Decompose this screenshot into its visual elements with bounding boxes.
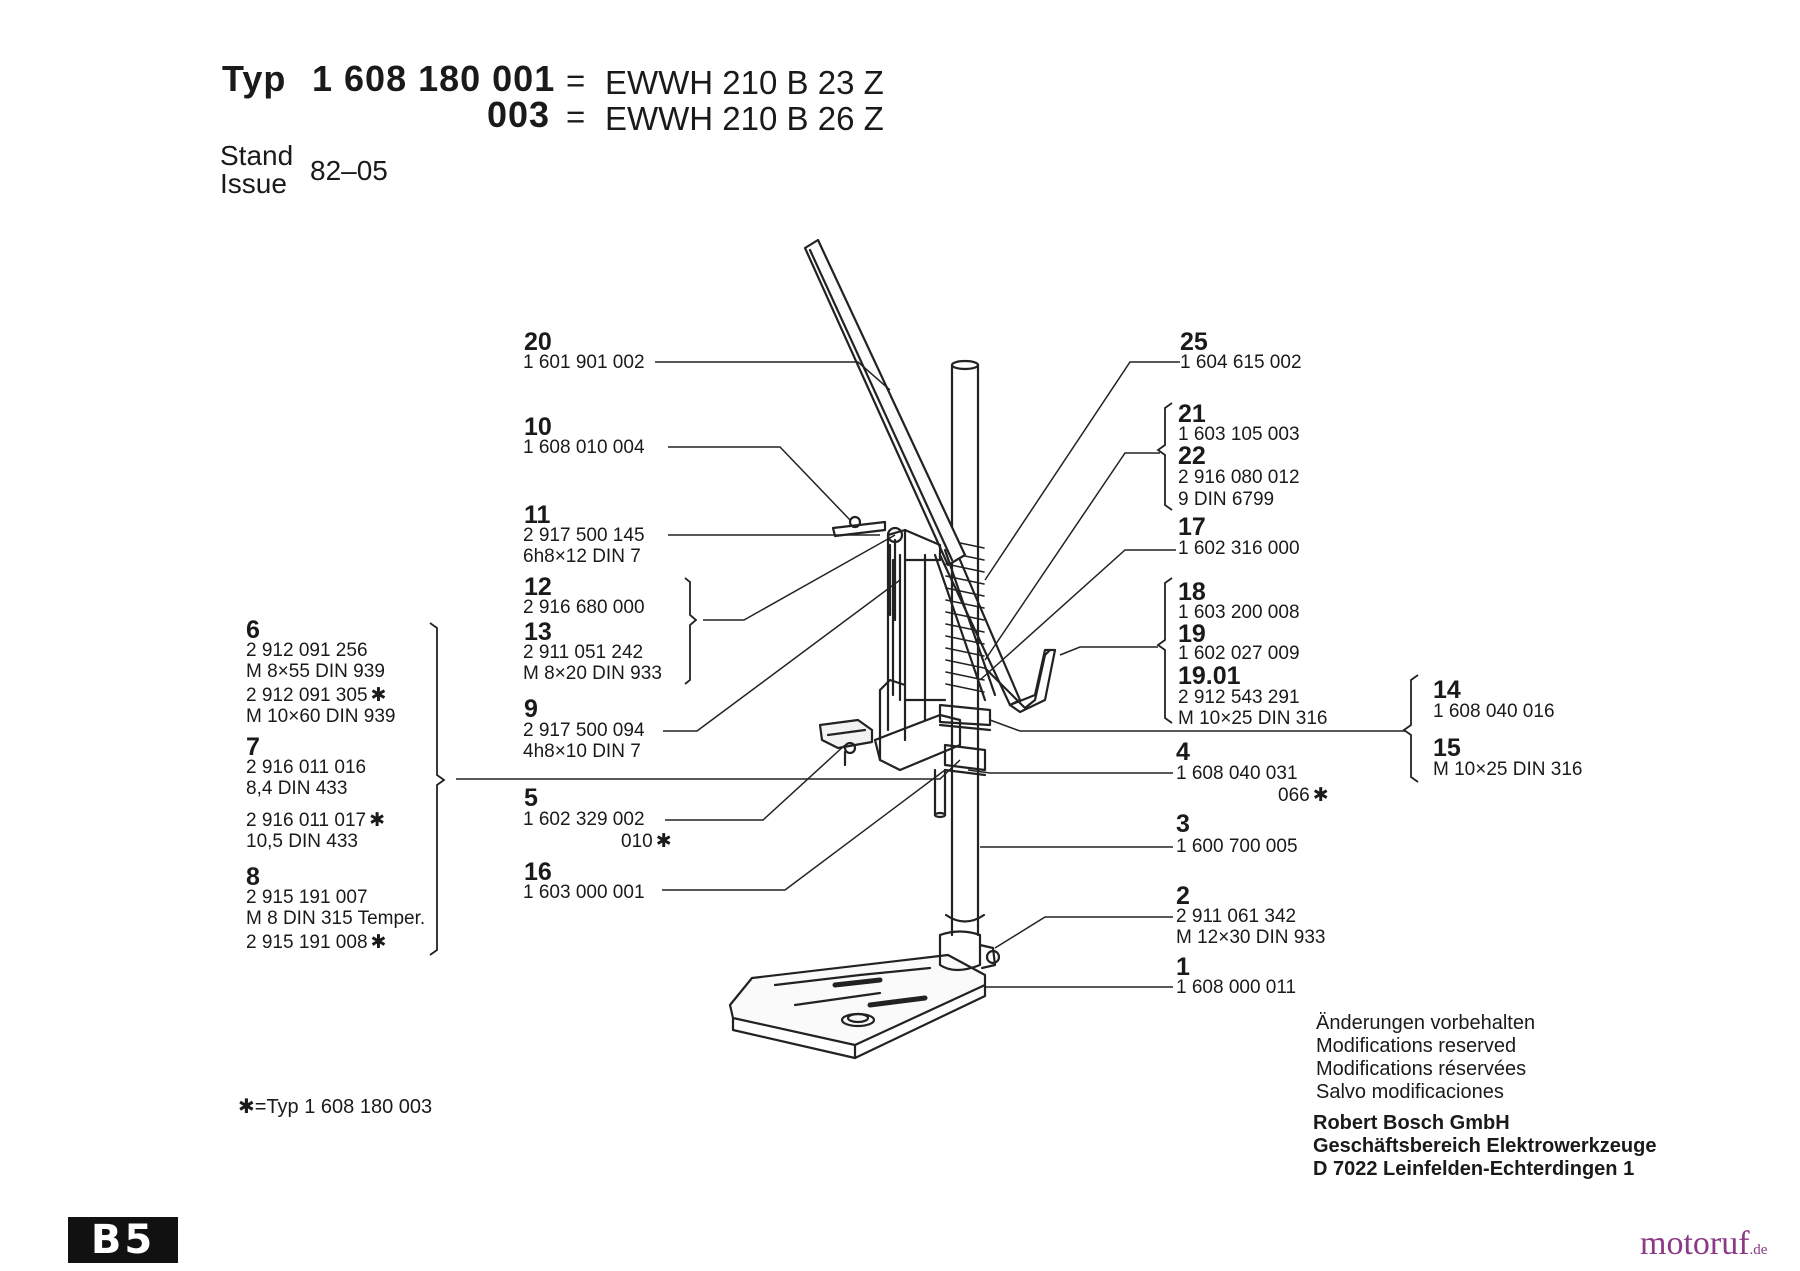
part-7-line1: 2 916 011 016 [246, 757, 367, 778]
base-plate [728, 953, 987, 1047]
equals-sign-1: = [566, 62, 586, 99]
part-20-number: 20 [524, 328, 552, 356]
page-badge: B5 [68, 1217, 178, 1263]
modification-note-en: Modifications reserved [1316, 1035, 1517, 1057]
carriage-frame [886, 528, 927, 742]
modification-note-fr: Modifications réservées [1316, 1058, 1527, 1080]
typ-label: Typ [222, 58, 287, 99]
part-16-line1: 1 603 000 001 [523, 882, 645, 903]
lever-arm [803, 238, 967, 567]
part-18-number: 18 [1178, 578, 1206, 606]
part-10-number: 10 [524, 413, 552, 441]
part-12-line1: 2 916 680 000 [523, 597, 645, 618]
watermark-logo: motoruf.de [1640, 1225, 1768, 1262]
part-6-line3: 2 912 091 305✱ [246, 685, 387, 706]
part-5-number: 5 [524, 784, 538, 812]
company-division: Geschäftsbereich Elektrowerkzeuge [1313, 1135, 1657, 1157]
part-11-line2: 6h8×12 DIN 7 [523, 546, 641, 567]
braces [429, 402, 1419, 956]
part-19-01-line2: M 10×25 DIN 316 [1178, 708, 1328, 729]
part-22-line1: 2 916 080 012 [1178, 467, 1300, 488]
part-7-number: 7 [246, 733, 260, 761]
part-6-number: 6 [246, 616, 260, 644]
equals-sign-2: = [566, 98, 586, 135]
part-19-01-number: 19.01 [1178, 662, 1241, 690]
part-4-line1: 1 608 040 031 [1176, 763, 1298, 784]
part-6-line2: M 8×55 DIN 939 [246, 661, 385, 682]
footnote: ✱=Typ 1 608 180 003 [238, 1096, 433, 1118]
part-21-line1: 1 603 105 003 [1178, 424, 1300, 445]
part-22-line2: 9 DIN 6799 [1178, 489, 1275, 510]
part-21-number: 21 [1178, 400, 1206, 428]
part-17-line1: 1 602 316 000 [1178, 538, 1300, 559]
part-5-line1: 1 602 329 002 [523, 809, 645, 830]
part-1-line1: 1 608 000 011 [1176, 977, 1297, 998]
part-11-line1: 2 917 500 145 [523, 525, 645, 546]
variant-code: 003 [487, 94, 551, 135]
part-11-number: 11 [524, 501, 551, 529]
part-25-number: 25 [1180, 328, 1208, 356]
part-1-number: 1 [1176, 953, 1190, 981]
model-1: EWWH 210 B 23 Z [605, 64, 884, 101]
modification-note-es: Salvo modificaciones [1316, 1081, 1504, 1103]
part-19-01-line1: 2 912 543 291 [1178, 687, 1300, 708]
part-13-number: 13 [524, 618, 552, 646]
star-icon: ✱ [370, 932, 387, 953]
part-2-line2: M 12×30 DIN 933 [1176, 927, 1326, 948]
part-2-number: 2 [1176, 882, 1190, 910]
star-icon: ✱ [1312, 785, 1329, 806]
part-13-line1: 2 911 051 242 [523, 642, 644, 663]
part-16-number: 16 [524, 858, 552, 886]
part-6-line4: M 10×60 DIN 939 [246, 706, 396, 727]
part-4-number: 4 [1176, 738, 1190, 766]
part-19-number: 19 [1178, 620, 1206, 648]
part-25-line1: 1 604 615 002 [1180, 352, 1302, 373]
part-20-line1: 1 601 901 002 [523, 352, 645, 373]
star-icon: ✱ [655, 831, 672, 852]
part-8-line2: M 8 DIN 315 Temper. [246, 908, 426, 929]
modification-note-de: Änderungen vorbehalten [1316, 1012, 1536, 1034]
part-17-number: 17 [1178, 513, 1206, 541]
part-5-line2: 010✱ [621, 831, 672, 852]
part-3-number: 3 [1176, 810, 1190, 838]
part-9-number: 9 [524, 695, 538, 723]
part-7-line3: 2 916 011 017✱ [246, 810, 386, 831]
part-9-line2: 4h8×10 DIN 7 [523, 741, 641, 762]
part-6-line1: 2 912 091 256 [246, 640, 368, 661]
part-10-line1: 1 608 010 004 [523, 437, 645, 458]
part-8-line1: 2 915 191 007 [246, 887, 368, 908]
stand-label: Stand [220, 140, 294, 171]
star-icon: ✱ [370, 685, 387, 706]
part-2-line1: 2 911 061 342 [1176, 906, 1297, 927]
star-icon: ✱ [238, 1096, 255, 1118]
part-8-line3: 2 915 191 008✱ [246, 932, 387, 953]
part-19-line1: 1 602 027 009 [1178, 643, 1300, 664]
clamp-collar [938, 703, 992, 727]
part-13-line2: M 8×20 DIN 933 [523, 663, 662, 684]
part-14-number: 14 [1433, 676, 1461, 704]
part-14-line1: 1 608 040 016 [1433, 701, 1555, 722]
model-2: EWWH 210 B 26 Z [605, 100, 884, 137]
part-15-number: 15 [1433, 734, 1461, 762]
part-12-number: 12 [524, 573, 552, 601]
part-3-line1: 1 600 700 005 [1176, 836, 1298, 857]
part-7-line4: 10,5 DIN 433 [246, 831, 358, 852]
typ-number: 1 608 180 001 [312, 58, 556, 99]
part-22-number: 22 [1178, 442, 1206, 470]
leader-lines [456, 361, 1405, 988]
part-7-line2: 8,4 DIN 433 [246, 778, 348, 799]
issue-value: 82–05 [310, 155, 388, 186]
part-9-line1: 2 917 500 094 [523, 720, 645, 741]
part-4-line2: 066✱ [1278, 785, 1329, 806]
issue-label: Issue [220, 168, 287, 199]
part-8-number: 8 [246, 863, 260, 891]
company-name: Robert Bosch GmbH [1313, 1112, 1510, 1134]
company-address: D 7022 Leinfelden-Echterdingen 1 [1313, 1158, 1635, 1180]
part-18-line1: 1 603 200 008 [1178, 602, 1300, 623]
star-icon: ✱ [369, 810, 386, 831]
part-15-line1: M 10×25 DIN 316 [1433, 759, 1583, 780]
column-boss [938, 933, 982, 972]
